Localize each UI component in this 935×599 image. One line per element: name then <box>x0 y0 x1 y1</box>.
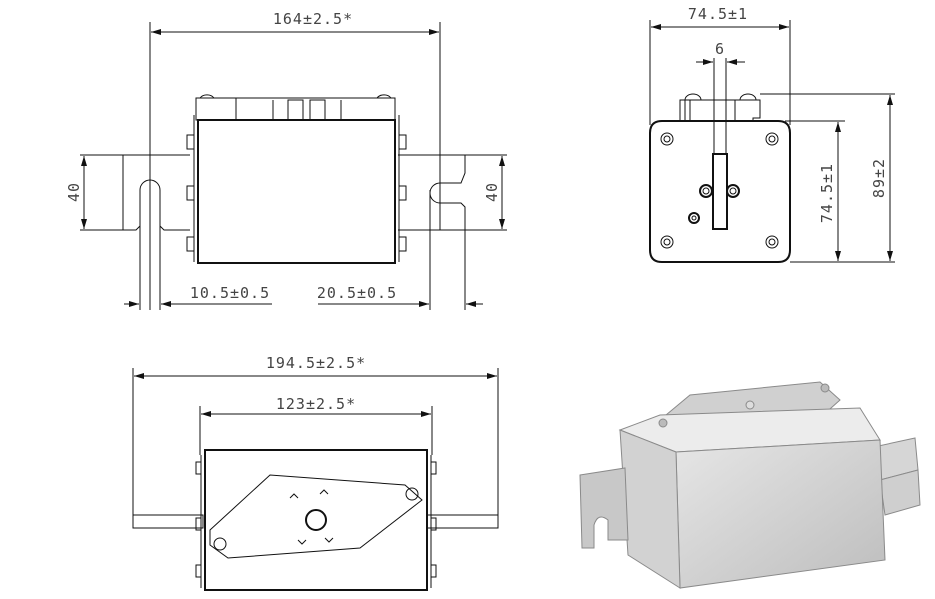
dim-top-body-length: 123±2.5* <box>276 395 356 413</box>
dim-overall-length: 164±2.5* <box>273 10 353 28</box>
dim-left-slot-width: 10.5±0.5 <box>190 284 270 302</box>
side-view: 74.5±1 6 74.5±1 89±2 <box>649 5 895 263</box>
dim-blade-thickness: 6 <box>715 40 725 58</box>
front-view: 164±2.5* 40 40 10.5±0.5 20.5±0.5 <box>65 10 507 310</box>
dim-overall-height: 89±2 <box>870 158 888 198</box>
dim-top-overall-length: 194.5±2.5* <box>266 354 366 372</box>
dim-body-height: 74.5±1 <box>818 163 836 223</box>
dim-right-tab-height: 40 <box>483 182 501 202</box>
dim-right-slot-depth: 20.5±0.5 <box>317 284 397 302</box>
fuse-3d-render <box>579 381 921 589</box>
dim-side-width: 74.5±1 <box>688 5 748 23</box>
top-view: 194.5±2.5* 123±2.5* <box>132 354 499 591</box>
dim-left-tab-height: 40 <box>65 182 83 202</box>
